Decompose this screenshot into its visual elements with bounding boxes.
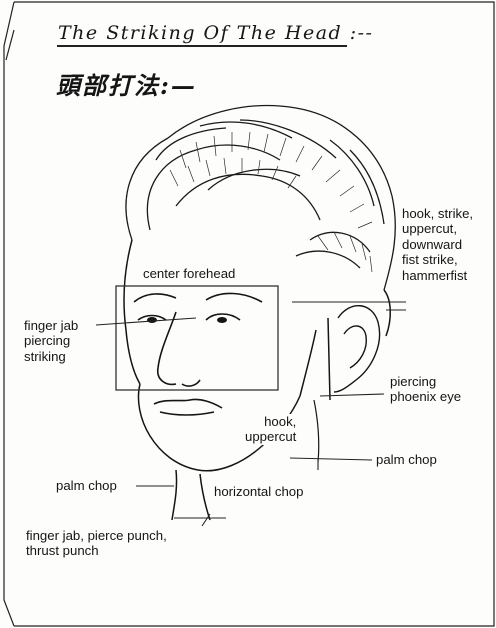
- collar-drawing: [314, 400, 319, 462]
- label-horizontal-chop: horizontal chop: [214, 484, 303, 499]
- facial-features: [134, 293, 262, 415]
- label-finger-jab-left: finger jab piercing striking: [24, 318, 78, 364]
- face-outline: [124, 240, 390, 520]
- page-title: The Striking Of The Head :--: [58, 22, 373, 44]
- label-palm-chop-right: palm chop: [376, 452, 437, 467]
- hair-drawing: [126, 106, 395, 290]
- label-finger-jab-bottom: finger jab, pierce punch, thrust punch: [26, 528, 167, 559]
- label-palm-chop-left: palm chop: [56, 478, 117, 493]
- label-piercing-phoenix: piercing phoenix eye: [390, 374, 461, 405]
- label-center-forehead: center forehead: [142, 266, 236, 281]
- chinese-title: 頭部打法:—: [56, 66, 197, 101]
- target-box: [116, 286, 278, 390]
- ear-drawing: [334, 306, 380, 392]
- title-underline: [57, 45, 347, 47]
- label-hook-uppercut: hook, uppercut: [244, 414, 297, 445]
- label-hook-strike: hook, strike, uppercut, downward fist st…: [402, 206, 473, 283]
- page-edge-curl: [4, 2, 14, 626]
